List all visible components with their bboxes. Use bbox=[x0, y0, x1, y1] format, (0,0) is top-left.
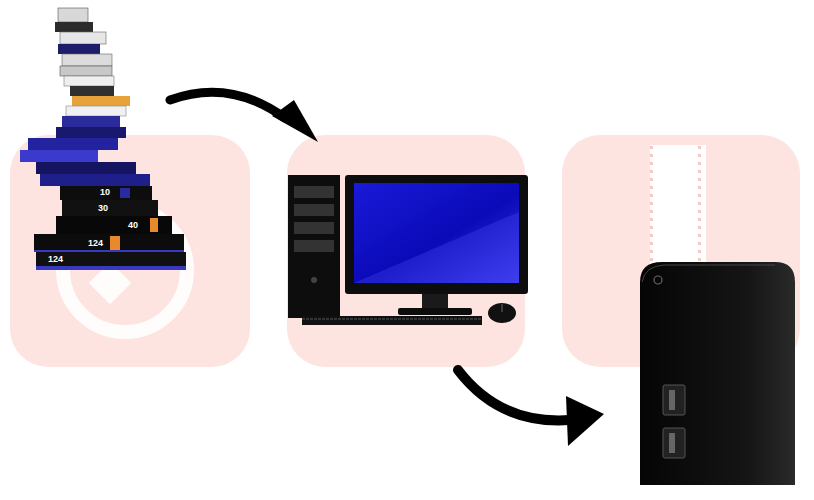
tape-number: 124 bbox=[88, 239, 103, 248]
tape-stack bbox=[20, 8, 186, 270]
tape-number: 40 bbox=[128, 221, 138, 230]
flow-arrow bbox=[458, 370, 604, 446]
tape-number: 30 bbox=[98, 204, 108, 213]
film-strip bbox=[650, 145, 706, 270]
tape-number: 124 bbox=[48, 255, 63, 264]
backdrop bbox=[10, 135, 250, 367]
computer bbox=[288, 175, 528, 325]
hard-drive bbox=[640, 262, 795, 485]
flow-arrow bbox=[170, 92, 318, 142]
backdrop bbox=[287, 135, 525, 367]
tape-number: 10 bbox=[100, 188, 110, 197]
